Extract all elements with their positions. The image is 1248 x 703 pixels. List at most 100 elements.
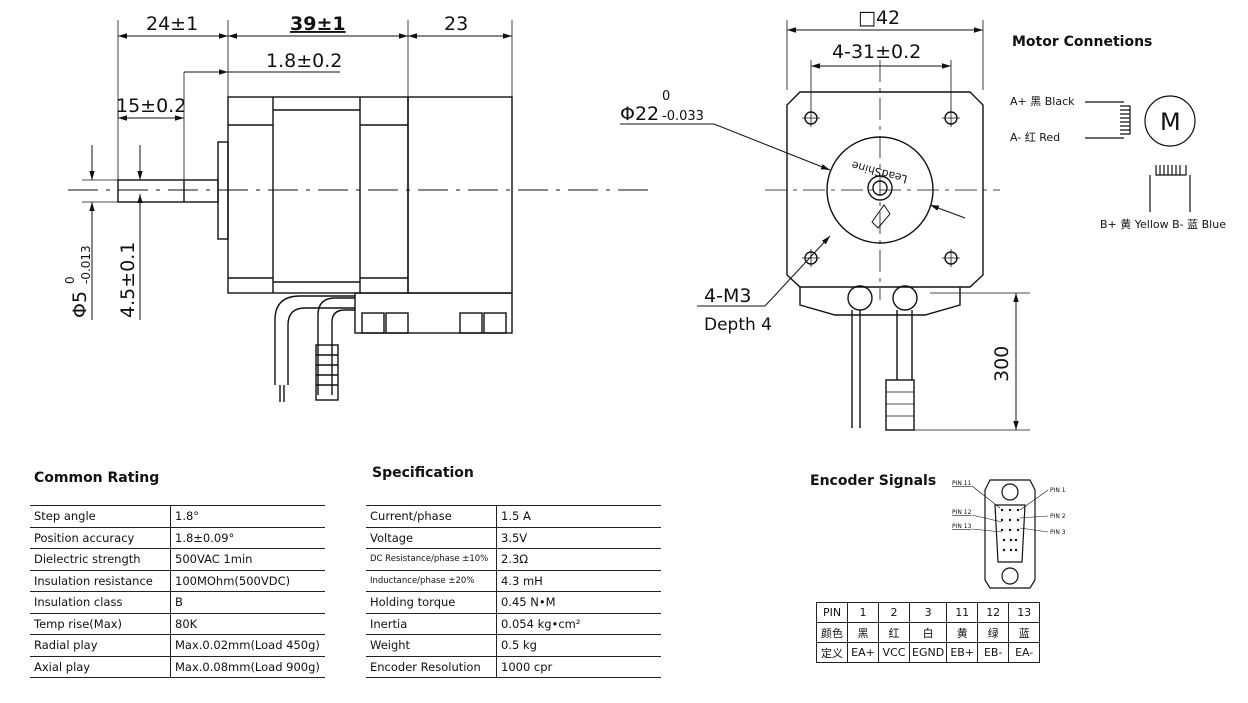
pin-cell-value: EB+ — [946, 642, 979, 663]
rating-key: Axial play — [30, 656, 171, 678]
pin-label-3: PIN 3 — [1050, 529, 1066, 536]
rating-key: Insulation resistance — [30, 570, 171, 592]
spec-key: Inertia — [366, 613, 497, 635]
connector-pin — [1016, 508, 1020, 512]
connector-pin — [1008, 518, 1012, 522]
shaft — [117, 179, 219, 203]
spec-key: DC Resistance/phase ±10% — [366, 548, 497, 571]
connector-pin — [1002, 538, 1006, 542]
spec-value: 0.5 kg — [496, 634, 661, 657]
connector-block — [354, 292, 513, 334]
spec-value: 0.054 kg•cm² — [496, 613, 661, 635]
pin-label-11: PIN 11 — [952, 480, 972, 487]
dim-holes: 4-31±0.2 — [832, 41, 921, 63]
rating-value: 80K — [170, 613, 325, 635]
spec-key: Inductance/phase ±20% — [366, 570, 497, 592]
rating-key: Radial play — [30, 634, 171, 657]
connector-pin — [1000, 508, 1004, 512]
connector-pin — [1014, 548, 1018, 552]
motor-connections-title: Motor Connetions — [1012, 34, 1152, 50]
dim-cable: 300 — [991, 346, 1013, 382]
side-view — [68, 20, 655, 402]
shaft-end — [867, 175, 893, 201]
spec-key: Voltage — [366, 527, 497, 549]
connector-pin — [1000, 528, 1004, 532]
coil-b — [1155, 165, 1187, 176]
pin-label-12: PIN 12 — [952, 509, 972, 516]
phase-b-label: B+ 黄 Yellow B- 蓝 Blue — [1100, 217, 1226, 231]
rating-value: Max.0.02mm(Load 450g) — [170, 634, 325, 657]
spec-key: Weight — [366, 634, 497, 657]
pin-cell-value: 黄 — [946, 622, 979, 643]
connector-pin — [1016, 518, 1020, 522]
boss — [826, 136, 934, 244]
spec-key: Encoder Resolution — [366, 656, 497, 678]
spec-row: Inductance/phase ±20%4.3 mH — [366, 570, 661, 592]
dim-top-mid: 39±1 — [290, 13, 346, 35]
spec-value: 2.3Ω — [496, 548, 661, 571]
rating-value: B — [170, 591, 325, 614]
dim-square: □42 — [858, 7, 900, 29]
connector-pin — [1008, 528, 1012, 532]
spec-key: Current/phase — [366, 505, 497, 528]
spec-value: 3.5V — [496, 527, 661, 549]
db15-connector: PIN 11 PIN 12 PIN 13 PIN 1 PIN 2 PIN 3 — [952, 479, 1066, 589]
spec-value: 1.5 A — [496, 505, 661, 528]
pin-cell-key: 颜色 — [816, 622, 848, 643]
encoder-housing — [407, 96, 513, 294]
pin-cell-value: EGND — [908, 642, 948, 663]
pin-cell-value: 2 — [878, 602, 910, 623]
dim-shaft-dia: Φ5 — [69, 291, 91, 318]
rating-value: 1.8±0.09° — [170, 527, 325, 549]
phase-a-plus-label: A+ 黑 Black — [1010, 95, 1075, 108]
spec-key: Holding torque — [366, 591, 497, 614]
front-view — [620, 20, 1030, 431]
dim-boss: Φ22 — [620, 103, 659, 125]
pin-cell-value: 黑 — [847, 622, 879, 643]
technical-drawing: 24±1 39±1 23 1.8±0.2 15±0.2 Φ5 0 -0.013 … — [63, 7, 1226, 431]
spec-row: DC Resistance/phase ±10%2.3Ω — [366, 548, 661, 571]
pin-cell-value: 3 — [908, 602, 948, 623]
common-rating-title: Common Rating — [34, 470, 160, 486]
connector-pin — [1009, 538, 1013, 542]
pin-label-13: PIN 13 — [952, 523, 972, 530]
pin-cell-value: EA+ — [847, 642, 879, 663]
specification-title: Specification — [372, 465, 474, 481]
dim-top-left: 24±1 — [146, 13, 198, 35]
rating-key: Position accuracy — [30, 527, 171, 549]
pin-cell-value: 11 — [946, 602, 979, 623]
phase-a-minus-label: A- 红 Red — [1010, 131, 1060, 144]
pin-cell-value: 13 — [1008, 602, 1041, 623]
dim-shaft-dia-sup: 0 — [63, 276, 77, 284]
dim-sub: 1.8±0.2 — [266, 50, 342, 72]
pin-cell-row: 颜色黑红白黄绿蓝 — [816, 622, 1041, 643]
pin-cell-value: EB- — [977, 642, 1010, 663]
connector-pin — [1016, 528, 1020, 532]
rating-value: 500VAC 1min — [170, 548, 325, 571]
pin-cell-value: 红 — [878, 622, 910, 643]
dim-shaft-len: 15±0.2 — [116, 95, 186, 117]
spec-value: 1000 cpr — [496, 656, 661, 678]
rating-key: Temp rise(Max) — [30, 613, 171, 635]
rating-key: Insulation class — [30, 591, 171, 614]
pin-cell-key: PIN — [816, 602, 848, 623]
coil-a — [1120, 105, 1131, 135]
pin-cell-value: 绿 — [977, 622, 1010, 643]
pin-label-1: PIN 1 — [1050, 487, 1066, 494]
dim-flat: 4.5±0.1 — [117, 242, 139, 318]
